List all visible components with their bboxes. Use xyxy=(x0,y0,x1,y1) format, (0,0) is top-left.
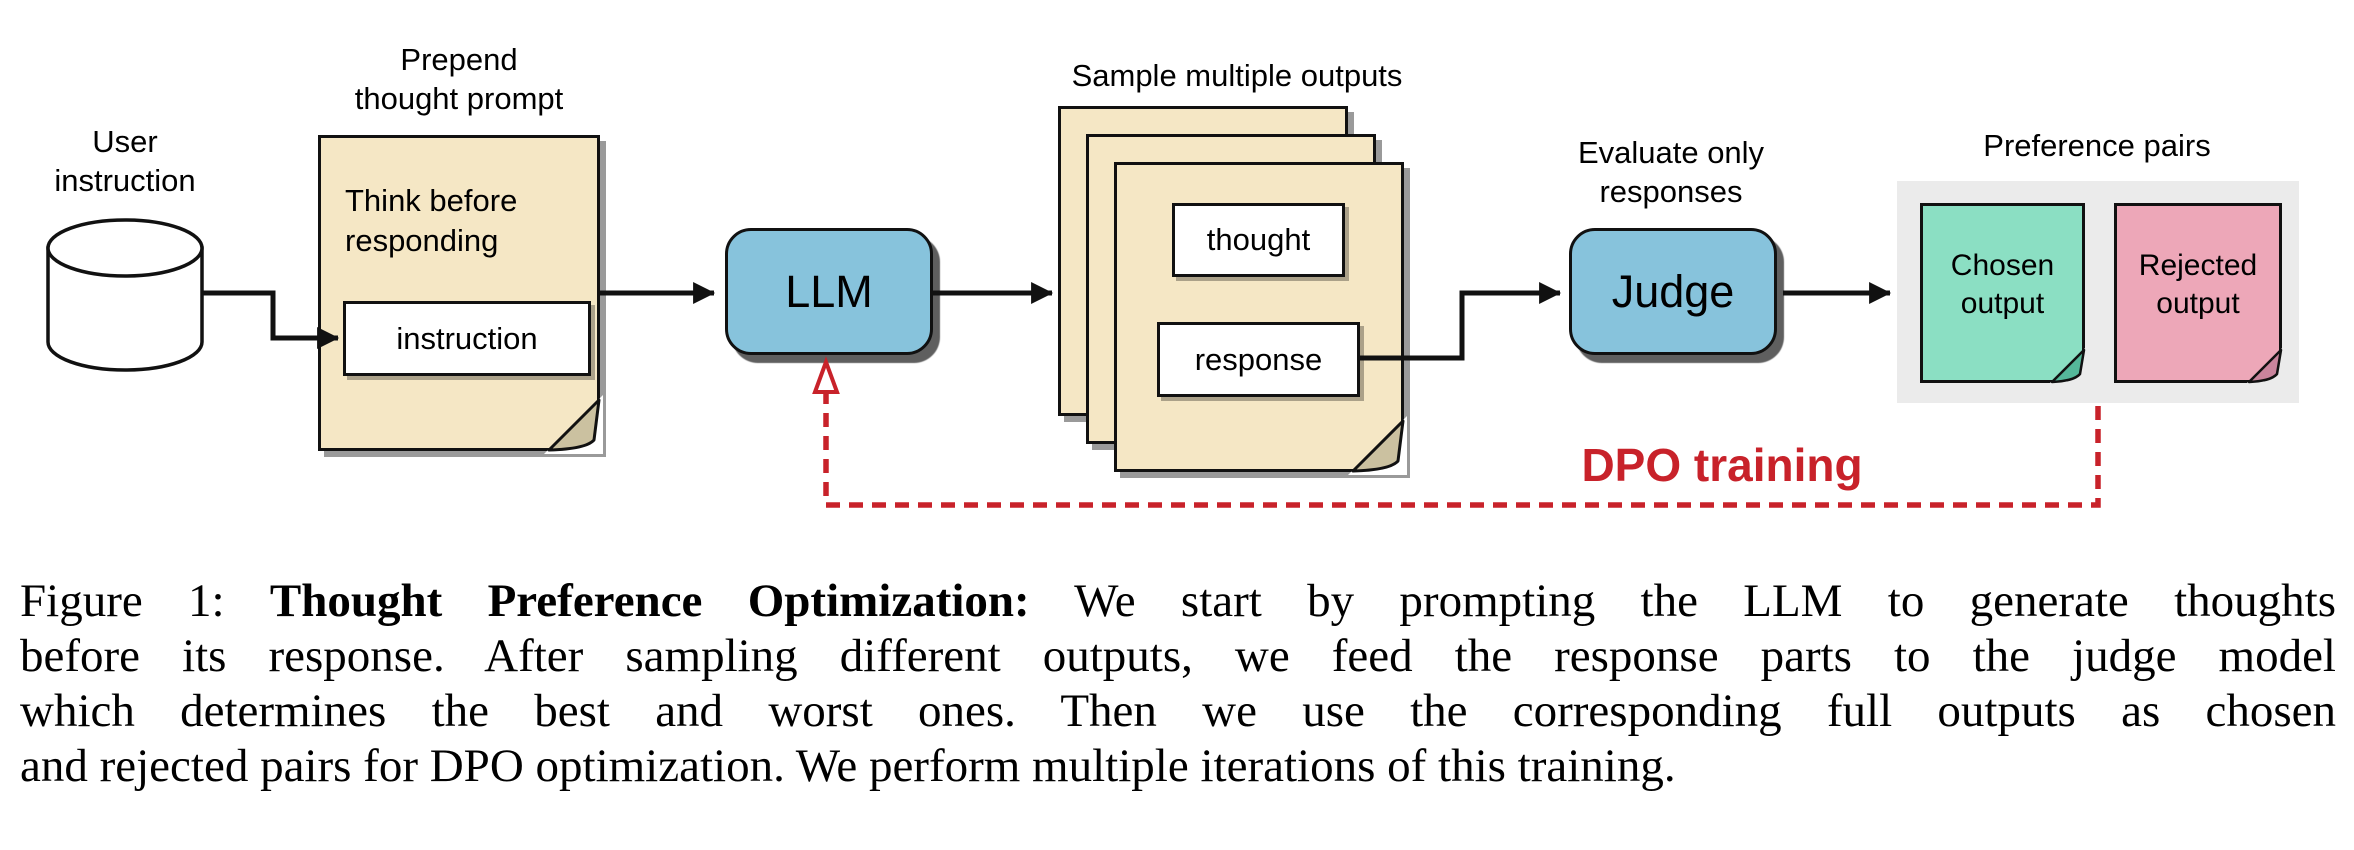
chosen-output-note: Chosen output xyxy=(1920,203,2085,383)
figure-caption: Figure 1: Thought Preference Optimizatio… xyxy=(20,574,2336,794)
think-before-responding-text: Think before responding xyxy=(345,183,518,258)
caption-line-2: before its response. After sampling diff… xyxy=(20,630,2336,682)
instruction-box: instruction xyxy=(343,301,591,376)
caption-bold-title: Thought Preference Optimization: xyxy=(269,575,1030,627)
llm-node: LLM xyxy=(725,228,933,355)
caption-line-1: Figure 1: Thought Preference Optimizatio… xyxy=(20,574,2336,629)
thought-box: thought xyxy=(1172,203,1345,277)
rejected-output-note: Rejected output xyxy=(2114,203,2282,383)
dpo-feedback-dashed-line xyxy=(823,392,2101,508)
caption-line-4: and rejected pairs for DPO optimization.… xyxy=(20,740,1676,792)
caption-line-3: which determines the best and worst ones… xyxy=(20,685,2336,737)
database-cylinder-icon xyxy=(46,218,204,372)
dpo-training-label: DPO training xyxy=(1581,439,1863,491)
dpo-feedback-arrowhead xyxy=(812,356,840,394)
judge-node: Judge xyxy=(1569,228,1777,355)
figure-diagram: User instruction Prepend thought prompt … xyxy=(46,42,2299,508)
caption-line-1-rest: We start by prompting the LLM to generat… xyxy=(1029,575,2336,627)
user-instruction-label: User instruction xyxy=(54,124,196,198)
response-box: response xyxy=(1157,322,1360,397)
caption-figure-number: Figure 1: xyxy=(20,575,270,627)
preference-pairs-label: Preference pairs xyxy=(1983,128,2211,163)
prepend-thought-prompt-label: Prepend thought prompt xyxy=(354,42,564,116)
evaluate-only-responses-label: Evaluate only responses xyxy=(1577,135,1765,209)
sample-multiple-outputs-label: Sample multiple outputs xyxy=(1071,58,1403,93)
